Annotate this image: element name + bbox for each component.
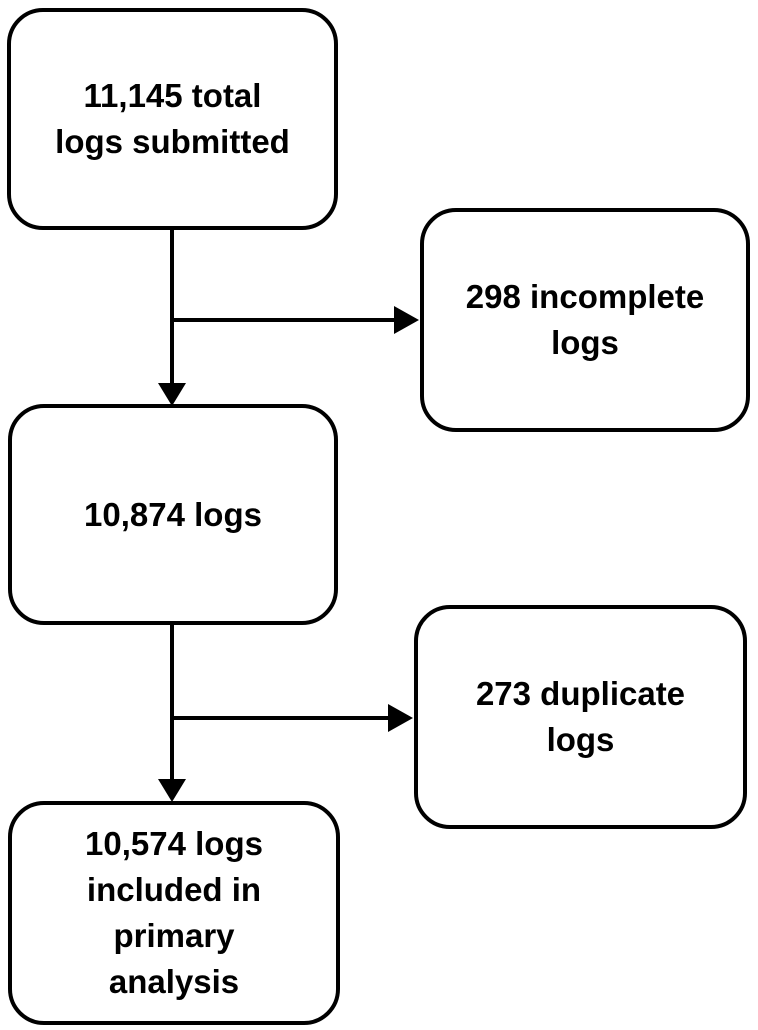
arrow-down-icon <box>158 383 186 406</box>
arrow-right-icon <box>394 306 419 334</box>
flow-box-label: 298 incomplete logs <box>465 278 705 361</box>
flow-box-duplicate-logs: 273 duplicate logs <box>414 605 747 829</box>
arrow-down-icon <box>158 779 186 802</box>
flow-box-label: 10,574 logs included in primary analysis <box>85 825 263 1000</box>
flow-box-label: 273 duplicate logs <box>475 675 686 758</box>
arrow-right-icon <box>388 704 413 732</box>
flow-box-total-logs: 11,145 total logs submitted <box>7 8 338 230</box>
flow-box-label: 10,874 logs <box>84 495 262 533</box>
flow-box-label: 11,145 total logs submitted <box>55 77 290 160</box>
flow-box-incomplete-logs: 298 incomplete logs <box>420 208 750 432</box>
flow-box-primary-analysis: 10,574 logs included in primary analysis <box>8 801 340 1025</box>
flow-box-logs-after-incomplete: 10,874 logs <box>8 404 338 625</box>
